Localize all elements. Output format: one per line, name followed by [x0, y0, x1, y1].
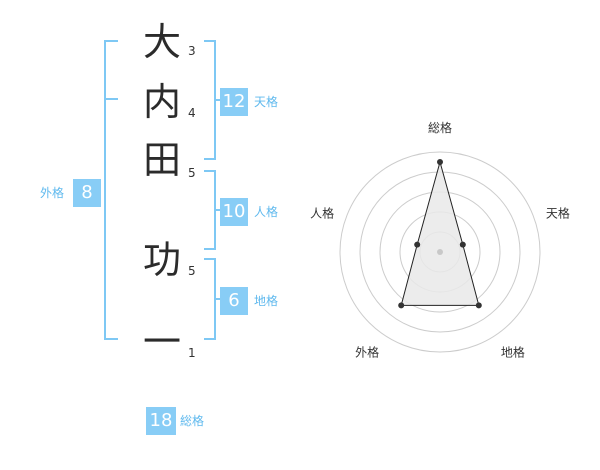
radar-point-2: [459, 241, 466, 248]
jinkaku-bracket: [204, 170, 216, 250]
radar-point-4: [398, 302, 405, 309]
stroke-count-2: 4: [188, 106, 196, 120]
tenkaku-label: 天格: [254, 95, 279, 109]
jinkaku-label: 人格: [254, 205, 279, 219]
stroke-count-4: 5: [188, 264, 196, 278]
radar-point-3: [475, 302, 482, 309]
radar-center-dot: [437, 249, 443, 255]
stroke-count-3: 5: [188, 166, 196, 180]
gaikaku-bracket-divider: [104, 98, 118, 100]
radar-axis-label-5: 人格: [310, 206, 334, 221]
gaikaku-label: 外格: [40, 186, 65, 200]
chikaku-bracket-tick: [216, 298, 222, 300]
name-char-3: 田: [142, 138, 181, 182]
chikaku-value: 6: [220, 287, 248, 315]
tenkaku-bracket: [204, 40, 216, 160]
name-char-5: 一: [142, 320, 181, 364]
tenkaku-bracket-tick: [216, 99, 222, 101]
radar-point-5: [414, 241, 421, 248]
radar-axis-label-1: 総格: [428, 120, 452, 135]
radar-point-1: [437, 159, 443, 165]
name-char-2: 内: [142, 80, 181, 124]
gaikaku-value: 8: [73, 179, 101, 207]
stroke-count-1: 3: [188, 44, 196, 58]
soukaku-value: 18: [146, 407, 176, 435]
name-char-4: 功: [142, 238, 181, 282]
chikaku-label: 地格: [254, 294, 279, 308]
radar-axis-label-4: 外格: [355, 344, 379, 359]
stroke-count-5: 1: [188, 346, 196, 360]
radar-axis-label-3: 地格: [501, 344, 525, 359]
radar-grid-ring-5: [339, 151, 541, 353]
jinkaku-value: 10: [220, 198, 248, 226]
chikaku-bracket: [204, 258, 216, 340]
radar-axis-label-2: 天格: [546, 206, 570, 221]
jinkaku-bracket-tick: [216, 209, 222, 211]
soukaku-label: 総格: [180, 414, 205, 428]
name-char-1: 大: [142, 20, 181, 64]
tenkaku-value: 12: [220, 88, 248, 116]
gaikaku-bracket: [104, 40, 118, 340]
radar-data-polygon: [400, 160, 480, 306]
